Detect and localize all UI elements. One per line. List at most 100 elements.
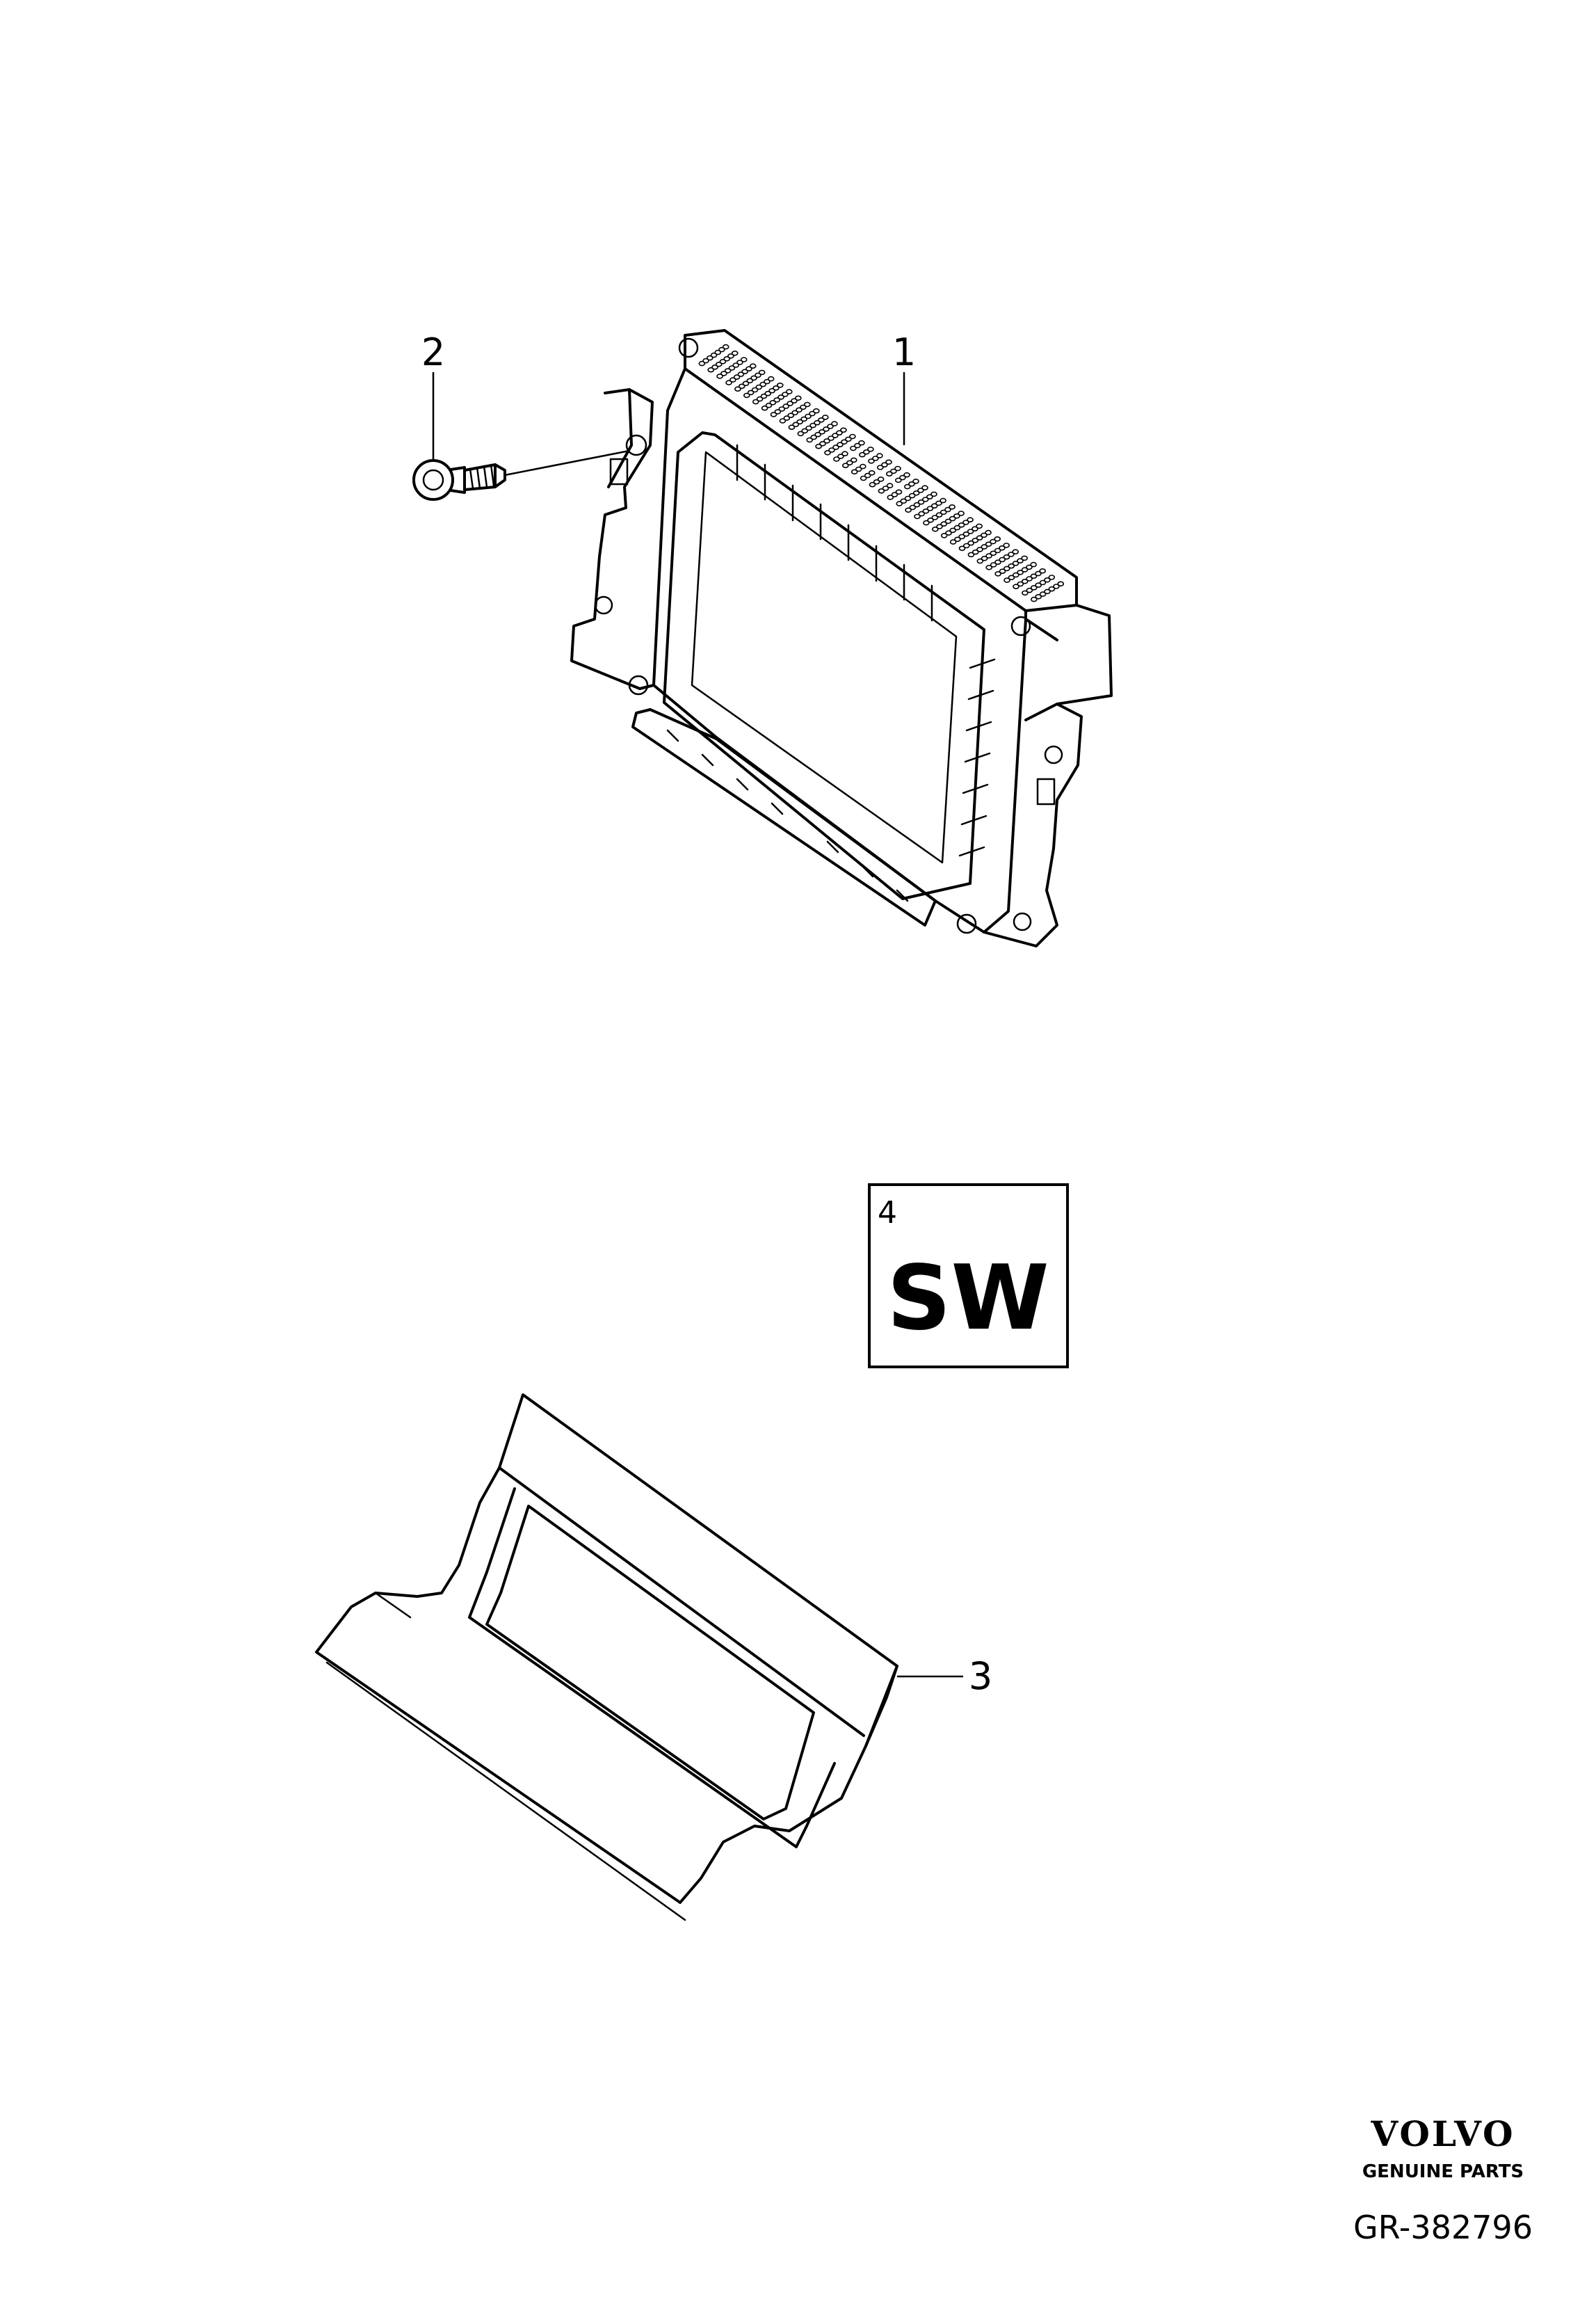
perforation-dot (914, 513, 921, 520)
perforation-dot (921, 485, 928, 491)
perforation-dot (801, 428, 808, 434)
perforation-dot (777, 394, 784, 400)
perforation-dot (732, 362, 739, 368)
perforation-dot (864, 472, 871, 479)
perforation-dot (1048, 575, 1056, 580)
perforation-dot (711, 364, 718, 370)
perforation-dot (917, 488, 924, 493)
perforation-dot (795, 395, 802, 401)
perforation-dot (1044, 577, 1051, 583)
perforation-dot (800, 416, 807, 422)
perforation-dot (912, 490, 920, 496)
perforation-dot (1048, 586, 1056, 592)
perforation-dot (990, 562, 997, 568)
perforation-dot (791, 398, 798, 404)
perforation-dot (927, 517, 934, 523)
perforation-dot (1031, 596, 1038, 602)
perforation-dot (707, 367, 715, 373)
perforation-dot (837, 454, 844, 459)
perforation-dot (760, 393, 768, 399)
perforation-dot (885, 459, 892, 465)
perforation-dot (818, 417, 825, 423)
perforation-dot (887, 495, 894, 500)
perforation-dot (1030, 561, 1037, 568)
perforation-dot (963, 543, 970, 549)
perforation-dot (891, 492, 898, 497)
perforation-dot (868, 470, 876, 476)
perforation-dot (822, 415, 829, 420)
perforation-dot (904, 495, 912, 502)
perforation-dot (761, 405, 768, 411)
perforation-dot (719, 358, 727, 365)
perforation-dot (985, 529, 992, 536)
perforation-dot (731, 350, 739, 356)
perforation-pattern (698, 344, 1065, 602)
perforation-dot (737, 371, 745, 377)
perforation-dot (909, 504, 917, 511)
perforation-dot (1021, 567, 1029, 573)
perforation-dot (994, 559, 1001, 566)
perforation-dot (740, 357, 748, 362)
perforation-dot (999, 557, 1006, 563)
brand-logo: VOLVO (1370, 2113, 1515, 2154)
perforation-dot (837, 442, 844, 448)
perforation-dot (773, 385, 780, 391)
perforation-dot (706, 355, 714, 361)
perforation-dot (981, 544, 988, 550)
perforation-dot (718, 346, 725, 353)
perforation-dot (912, 479, 919, 484)
perforation-dot (994, 571, 1001, 577)
perforation-dot (922, 508, 930, 514)
perforation-dot (1057, 581, 1065, 587)
perforation-dot (832, 445, 839, 450)
perforation-dot (777, 382, 784, 388)
perforation-dot (1035, 570, 1042, 577)
perforation-dot (894, 465, 901, 472)
perforation-dot (725, 380, 732, 385)
perforation-dot (1039, 591, 1047, 597)
perforation-dot (765, 402, 773, 408)
perforation-dot (702, 358, 709, 364)
perforation-dot (764, 378, 771, 385)
perforation-dot (967, 529, 974, 534)
perforation-dot (810, 434, 817, 440)
perforation-dot (849, 433, 856, 440)
perforation-dot (779, 418, 787, 424)
perforation-dot (854, 442, 861, 449)
perforation-dot (846, 460, 853, 466)
perforation-dot (976, 558, 984, 564)
perforation-dot (921, 497, 929, 502)
perforation-dot (895, 489, 903, 495)
perforation-dot (851, 469, 858, 475)
perforation-dot (940, 533, 948, 538)
perforation-dot (990, 550, 997, 557)
perforation-dot (999, 568, 1006, 575)
software-box-label: SW (887, 1247, 1049, 1350)
perforation-dot (751, 387, 759, 393)
perforation-dot (827, 424, 834, 429)
perforation-dot (905, 507, 912, 513)
perforation-dot (967, 540, 974, 546)
perforation-dot (819, 440, 826, 447)
perforation-dot (824, 449, 831, 456)
perforation-dot (994, 536, 1001, 542)
perforation-dot (886, 483, 894, 488)
perforation-dot (981, 555, 988, 561)
perforation-dot (823, 438, 830, 444)
perforation-dot (1003, 543, 1010, 548)
perforation-dot (1021, 555, 1028, 561)
perforation-dot (809, 410, 816, 417)
perforation-dot (949, 515, 956, 522)
perforation-dot (858, 440, 865, 446)
perforation-dot (944, 518, 952, 525)
perforation-dot (981, 532, 988, 538)
perforation-dot (756, 396, 764, 402)
perforation-dot (809, 422, 816, 429)
perforation-dot (930, 491, 937, 497)
perforation-dot (972, 526, 978, 532)
perforation-dot (788, 424, 796, 431)
perforation-dot (832, 433, 839, 438)
perforation-dot (1035, 593, 1042, 600)
perforation-dot (842, 463, 849, 469)
